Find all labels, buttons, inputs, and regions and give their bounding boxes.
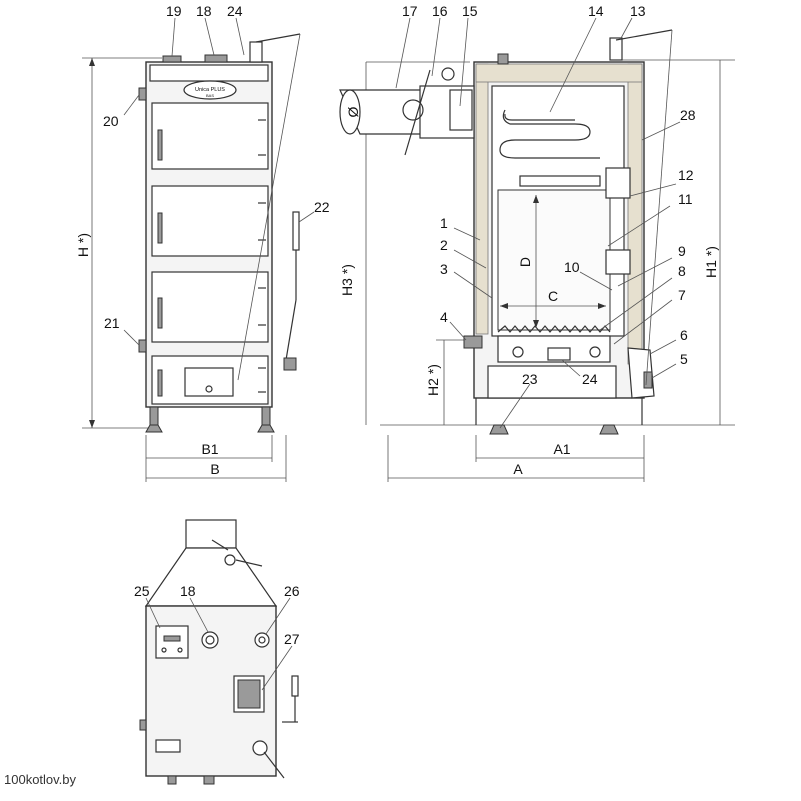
dim-a: A — [513, 461, 523, 477]
dim-b: B — [210, 461, 219, 477]
callout-24-section: 24 — [582, 371, 598, 387]
dim-h2: H2 *) — [425, 364, 441, 396]
dim-c: C — [548, 288, 558, 304]
callout-9: 9 — [678, 243, 686, 259]
callout-23: 23 — [522, 371, 538, 387]
callout-1: 1 — [440, 215, 448, 231]
dim-h3: H3 *) — [339, 264, 355, 296]
callout-16: 16 — [432, 3, 448, 19]
callout-14: 14 — [588, 3, 604, 19]
callout-22: 22 — [314, 199, 330, 215]
lower-door — [151, 271, 269, 343]
callout-25: 25 — [134, 583, 150, 599]
callout-11: 11 — [678, 191, 693, 207]
callout-17: 17 — [402, 3, 418, 19]
dim-h1: H1 *) — [703, 246, 719, 278]
callout-8: 8 — [678, 263, 686, 279]
upper-door — [151, 102, 269, 170]
middle-door — [151, 185, 269, 257]
callout-18-rear: 18 — [180, 583, 196, 599]
dim-a1: A1 — [553, 441, 570, 457]
callout-19: 19 — [166, 3, 182, 19]
callout-24: 24 — [227, 3, 243, 19]
callout-21: 21 — [104, 315, 120, 331]
dim-phi: Ø — [345, 106, 361, 117]
callout-18: 18 — [196, 3, 212, 19]
callout-4: 4 — [440, 309, 448, 325]
dim-b1: B1 — [201, 441, 218, 457]
callout-7: 7 — [678, 287, 686, 303]
callout-27: 27 — [284, 631, 300, 647]
dim-d: D — [517, 257, 533, 267]
callout-5: 5 — [680, 351, 688, 367]
callout-12: 12 — [678, 167, 694, 183]
brand-logo-subtext: BAS — [206, 93, 214, 98]
callout-20: 20 — [103, 113, 119, 129]
brand-logo — [183, 80, 237, 100]
callout-28: 28 — [680, 107, 696, 123]
callout-10: 10 — [564, 259, 580, 275]
callout-15: 15 — [462, 3, 478, 19]
dim-h: H *) — [75, 233, 91, 257]
rear-view: 25 18 26 27 — [134, 519, 300, 785]
callout-6: 6 — [680, 327, 688, 343]
front-view: Unica PLUS BAS — [75, 3, 330, 482]
callout-26: 26 — [284, 583, 300, 599]
watermark: 100kotlov.by — [4, 772, 77, 787]
brand-logo-text: Unica PLUS — [195, 87, 225, 93]
callout-3: 3 — [440, 261, 448, 277]
callout-13: 13 — [630, 3, 646, 19]
callout-2: 2 — [440, 237, 448, 253]
section-view: 17 16 15 14 13 28 12 11 1 2 3 10 9 8 7 4… — [339, 3, 735, 482]
